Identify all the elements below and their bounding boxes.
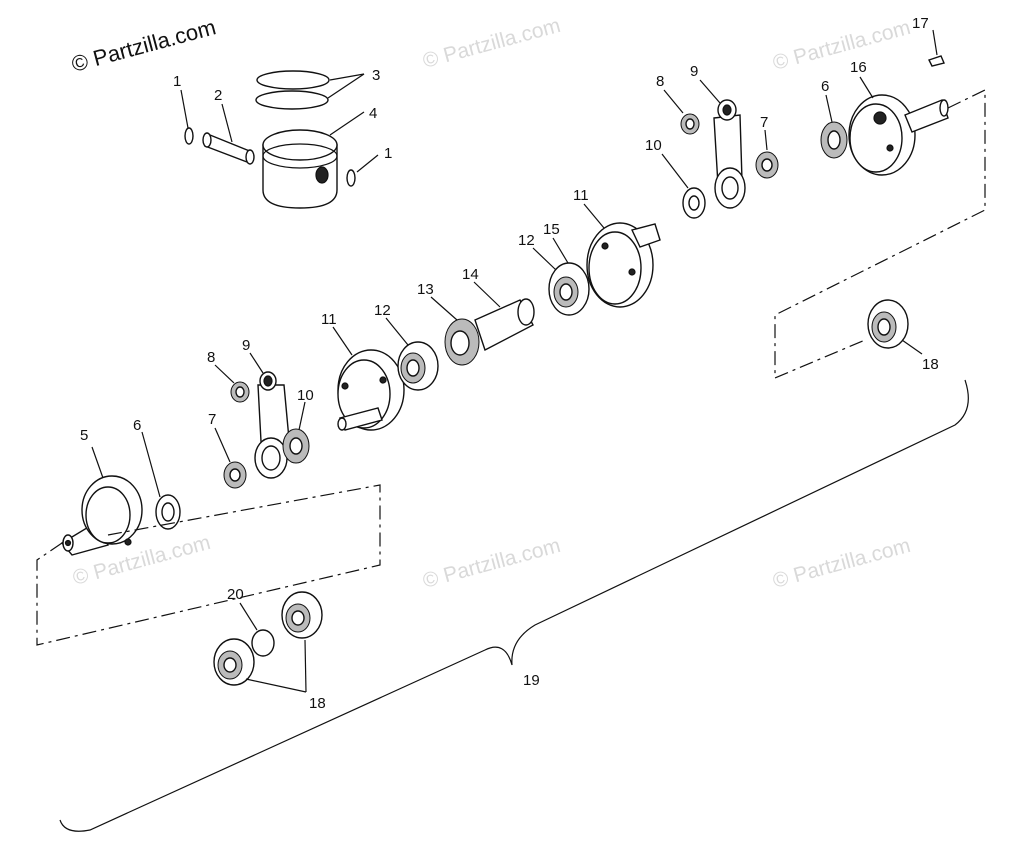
washer-left [155, 494, 181, 530]
crankshaft-end-right [848, 94, 949, 176]
piston [262, 129, 338, 209]
callout-11: 11 [321, 311, 337, 328]
crank-web-left [337, 349, 405, 431]
leader-lines [91, 29, 938, 693]
callout-20: 20 [227, 586, 244, 603]
callout-18: 18 [309, 695, 326, 712]
callout-14: 14 [462, 266, 479, 283]
callout-2: 2 [214, 87, 222, 104]
callout-12: 12 [518, 232, 535, 249]
o-ring [251, 629, 275, 657]
circlip-left [184, 127, 194, 145]
callout-17: 17 [912, 15, 929, 32]
callout-10: 10 [297, 387, 314, 404]
seal-bottom-lower [213, 638, 255, 686]
callout-13: 13 [417, 281, 434, 298]
callout-1: 1 [173, 73, 181, 90]
watermark: © Partzilla.com [420, 14, 563, 73]
watermark: © Partzilla.com [420, 534, 563, 593]
callout-1: 1 [384, 145, 392, 162]
crank-web-right [586, 222, 661, 308]
needle-bearing-small-right [680, 113, 700, 135]
bearing-cage-right [820, 121, 848, 159]
watermark: © Partzilla.com [770, 16, 913, 75]
piston-ring-2 [255, 90, 329, 110]
center-shaft [474, 298, 535, 351]
callout-9: 9 [242, 337, 250, 354]
piston-pin [202, 132, 255, 165]
callout-19: 19 [523, 672, 540, 689]
circlip-right [346, 169, 356, 187]
callout-7: 7 [760, 114, 768, 131]
key-pin [928, 55, 945, 67]
callout-7: 7 [208, 411, 216, 428]
piston-ring-1 [256, 70, 330, 90]
center-bearing [444, 318, 480, 366]
watermark: © Partzilla.com [770, 534, 913, 593]
needle-bearing-large-right [755, 151, 779, 179]
callout-4: 4 [369, 105, 377, 122]
callout-8: 8 [656, 73, 664, 90]
centerline-boxes [36, 89, 986, 646]
callout-8: 8 [207, 349, 215, 366]
callout-3: 3 [372, 67, 380, 84]
callout-12: 12 [374, 302, 391, 319]
callout-16: 16 [850, 59, 867, 76]
needle-bearing-large-left [223, 461, 247, 489]
callout-6: 6 [133, 417, 141, 434]
connecting-rod-left [254, 371, 291, 479]
callout-11: 11 [573, 187, 589, 204]
seal-right-box [867, 299, 909, 349]
needle-bearing-small-left [230, 381, 250, 403]
callout-labels: 1 2 3 4 1 5 6 7 8 9 10 11 12 13 14 12 15… [80, 15, 939, 712]
callout-18: 18 [922, 356, 939, 373]
seal-bottom-upper [281, 591, 323, 639]
callout-10: 10 [645, 137, 662, 154]
callout-5: 5 [80, 427, 88, 444]
assembly-bracket [59, 379, 969, 832]
callout-15: 15 [543, 221, 560, 238]
connecting-rod-right [713, 99, 746, 209]
copyright-notice: © Partzilla.com [69, 14, 219, 77]
thrust-washer-right [682, 187, 706, 219]
oil-seal-center-right [548, 262, 590, 316]
callout-9: 9 [690, 63, 698, 80]
thrust-washer-left [282, 428, 310, 464]
callout-6: 6 [821, 78, 829, 95]
crankshaft-end-left [60, 475, 143, 556]
oil-seal-center-left [397, 341, 439, 391]
